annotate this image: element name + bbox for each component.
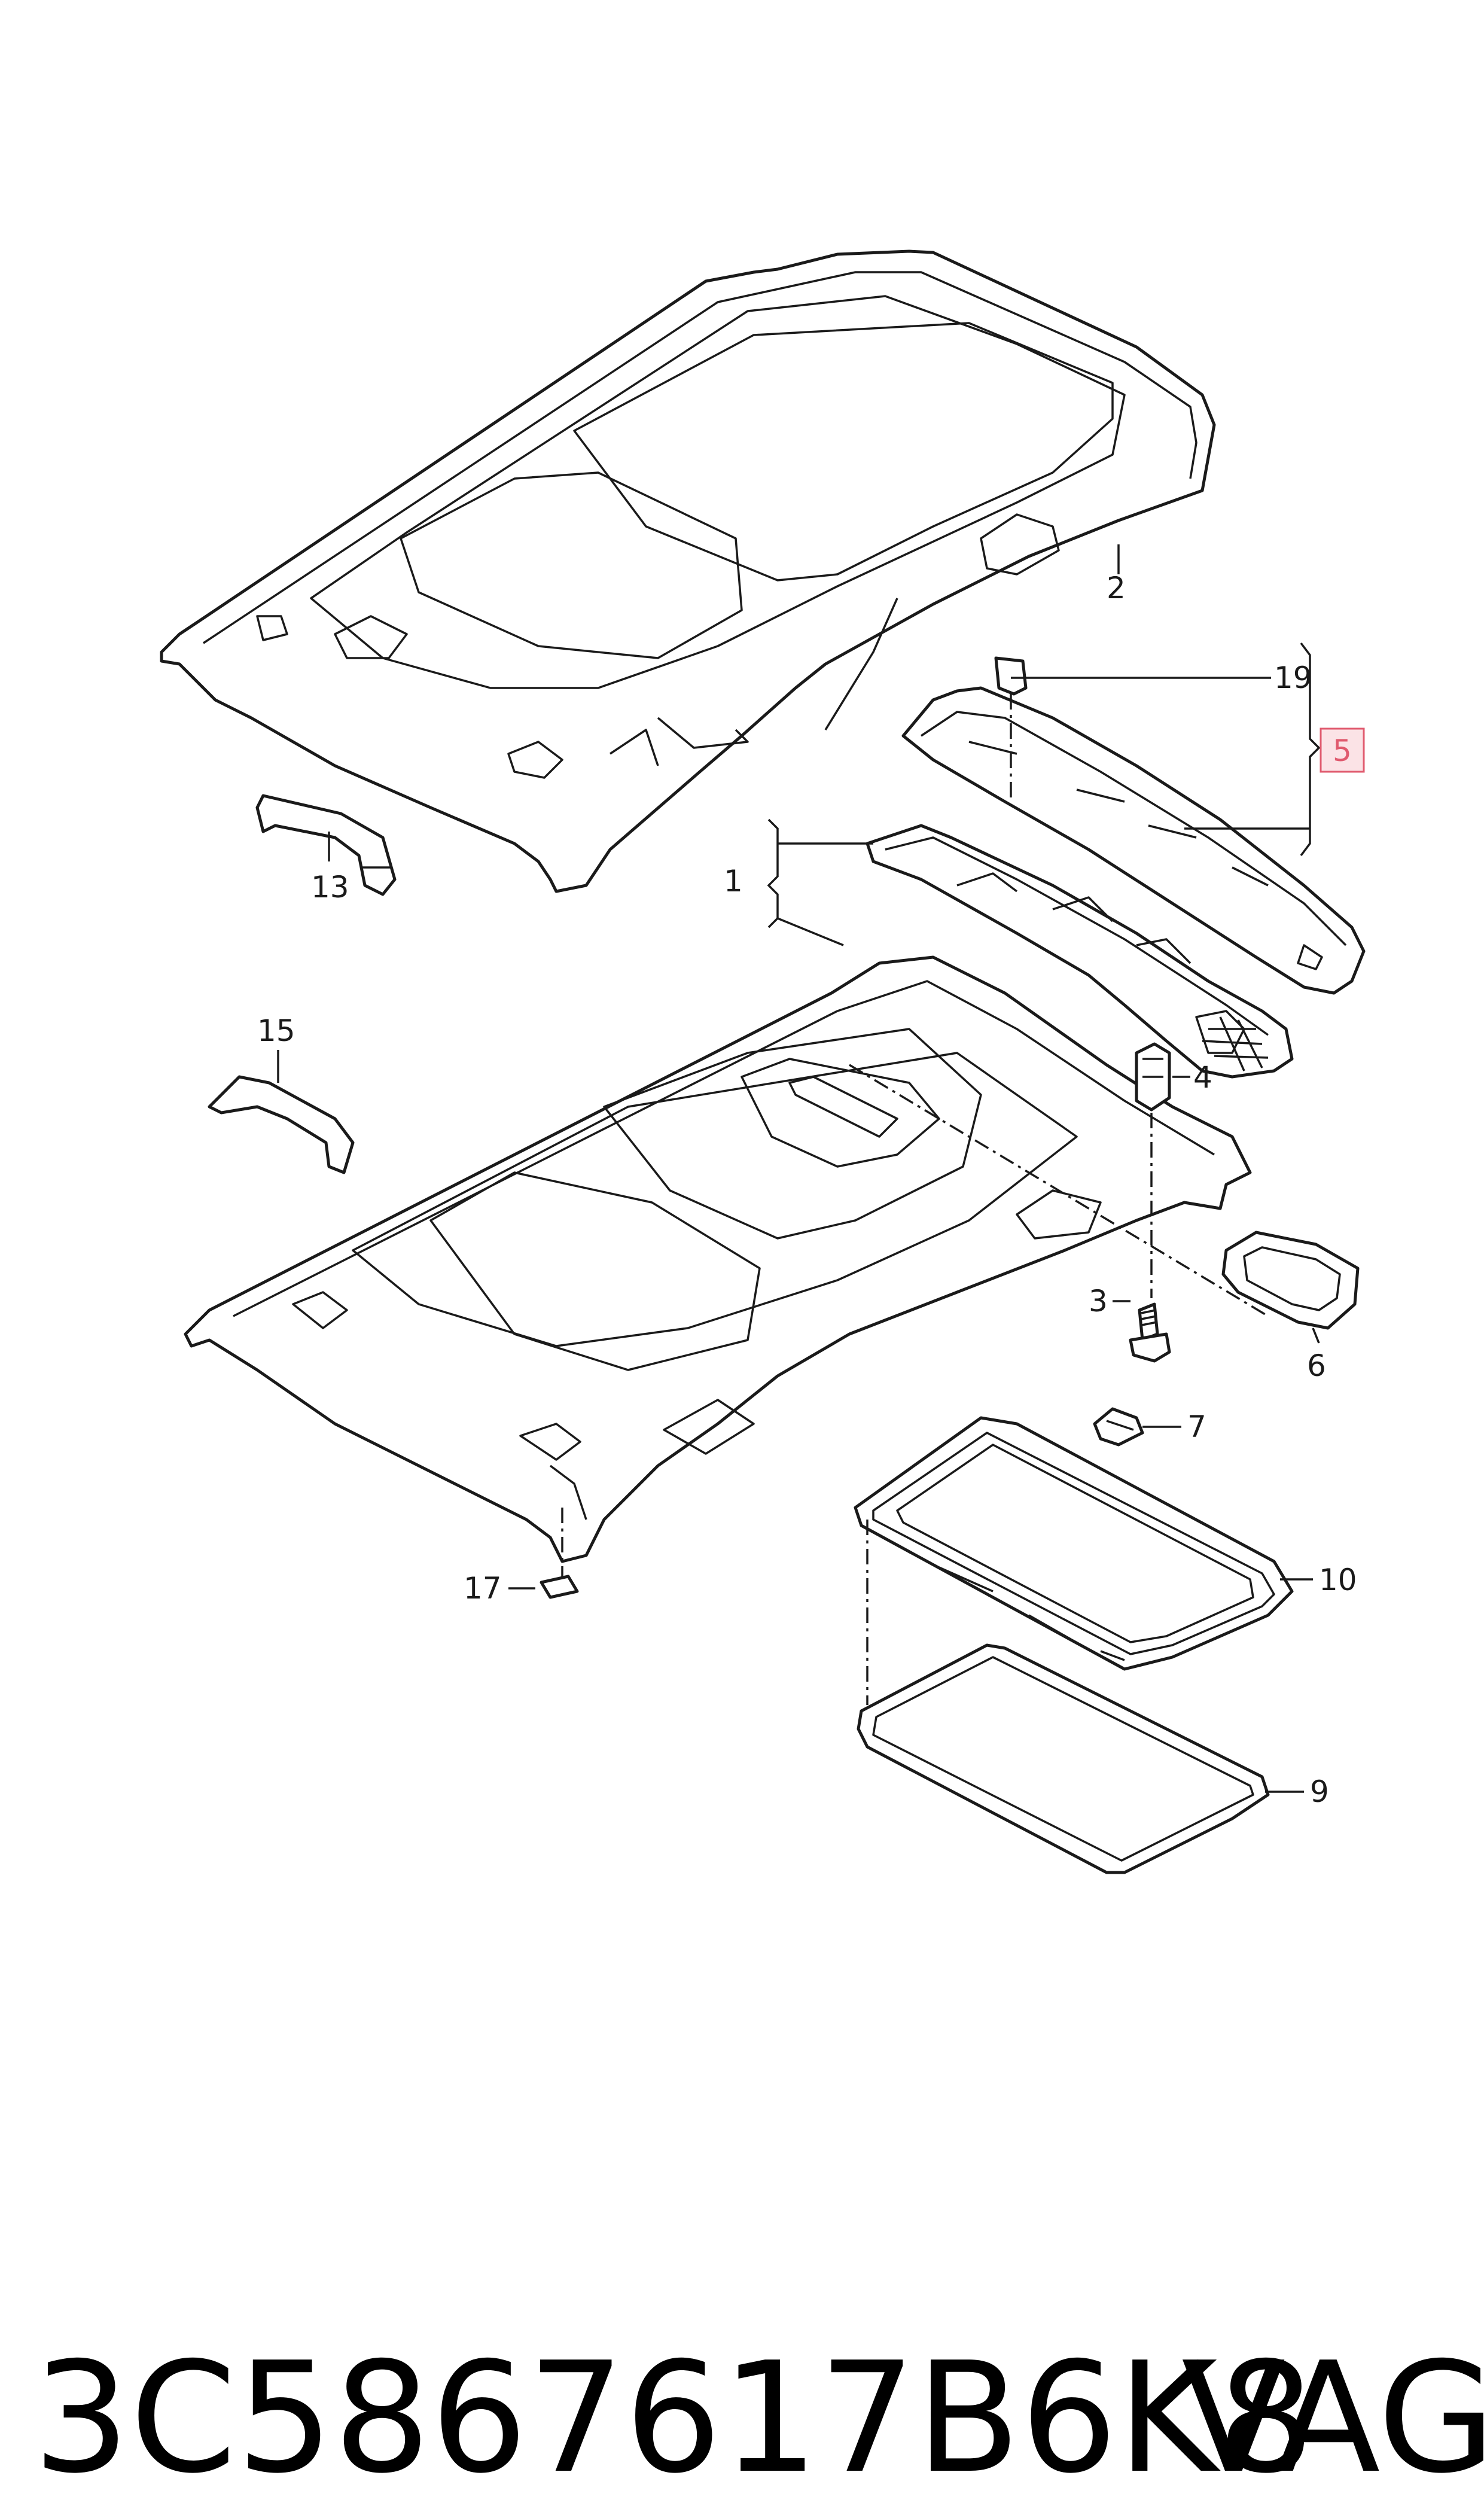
screw-3 xyxy=(1129,1302,1171,1363)
cover-frame xyxy=(1221,1231,1360,1330)
headliner-upper xyxy=(160,249,1216,893)
sunroof-frame-10 xyxy=(854,1416,1294,1671)
grab-handle-15 xyxy=(208,1075,355,1174)
headliner-lower xyxy=(184,955,1252,1563)
callout-15: 15 xyxy=(257,1013,295,1048)
bracket-7 xyxy=(1093,1407,1144,1447)
callout-19: 19 xyxy=(1274,660,1312,695)
callout-6: 6 xyxy=(1307,1348,1326,1383)
clip-4 xyxy=(1135,1042,1171,1112)
callout-3: 3 xyxy=(1089,1284,1108,1319)
callout-2: 2 xyxy=(1107,571,1126,605)
callout-7: 7 xyxy=(1187,1409,1206,1444)
alignment-lines xyxy=(561,694,1269,1705)
side-trim-strip xyxy=(901,656,1366,995)
callout-1: 1 xyxy=(724,864,743,899)
callout-4: 4 xyxy=(1193,1060,1212,1095)
callout-5: 5 xyxy=(1333,733,1352,768)
part-number: 3C5867617B6K8 xyxy=(33,2330,1315,2507)
callout-5-highlight xyxy=(1320,727,1365,773)
callout-17: 17 xyxy=(464,1571,502,1606)
callout-9: 9 xyxy=(1310,1774,1329,1809)
sunroof-glass-9 xyxy=(857,1643,1270,1874)
callout-10: 10 xyxy=(1319,1563,1357,1597)
brand-label: VAG xyxy=(1181,2330,1484,2507)
leader-lines xyxy=(277,544,1321,1793)
callout-labels: 2 19 5 1 13 15 4 3 6 7 10 17 9 xyxy=(257,571,1365,1809)
pad-17 xyxy=(540,1575,579,1599)
caption: 3C5867617B6K8 VAG xyxy=(33,2330,1484,2507)
callout-13: 13 xyxy=(311,870,349,905)
rear-trim-panel xyxy=(866,824,1294,1079)
grab-handle-13 xyxy=(255,794,397,896)
